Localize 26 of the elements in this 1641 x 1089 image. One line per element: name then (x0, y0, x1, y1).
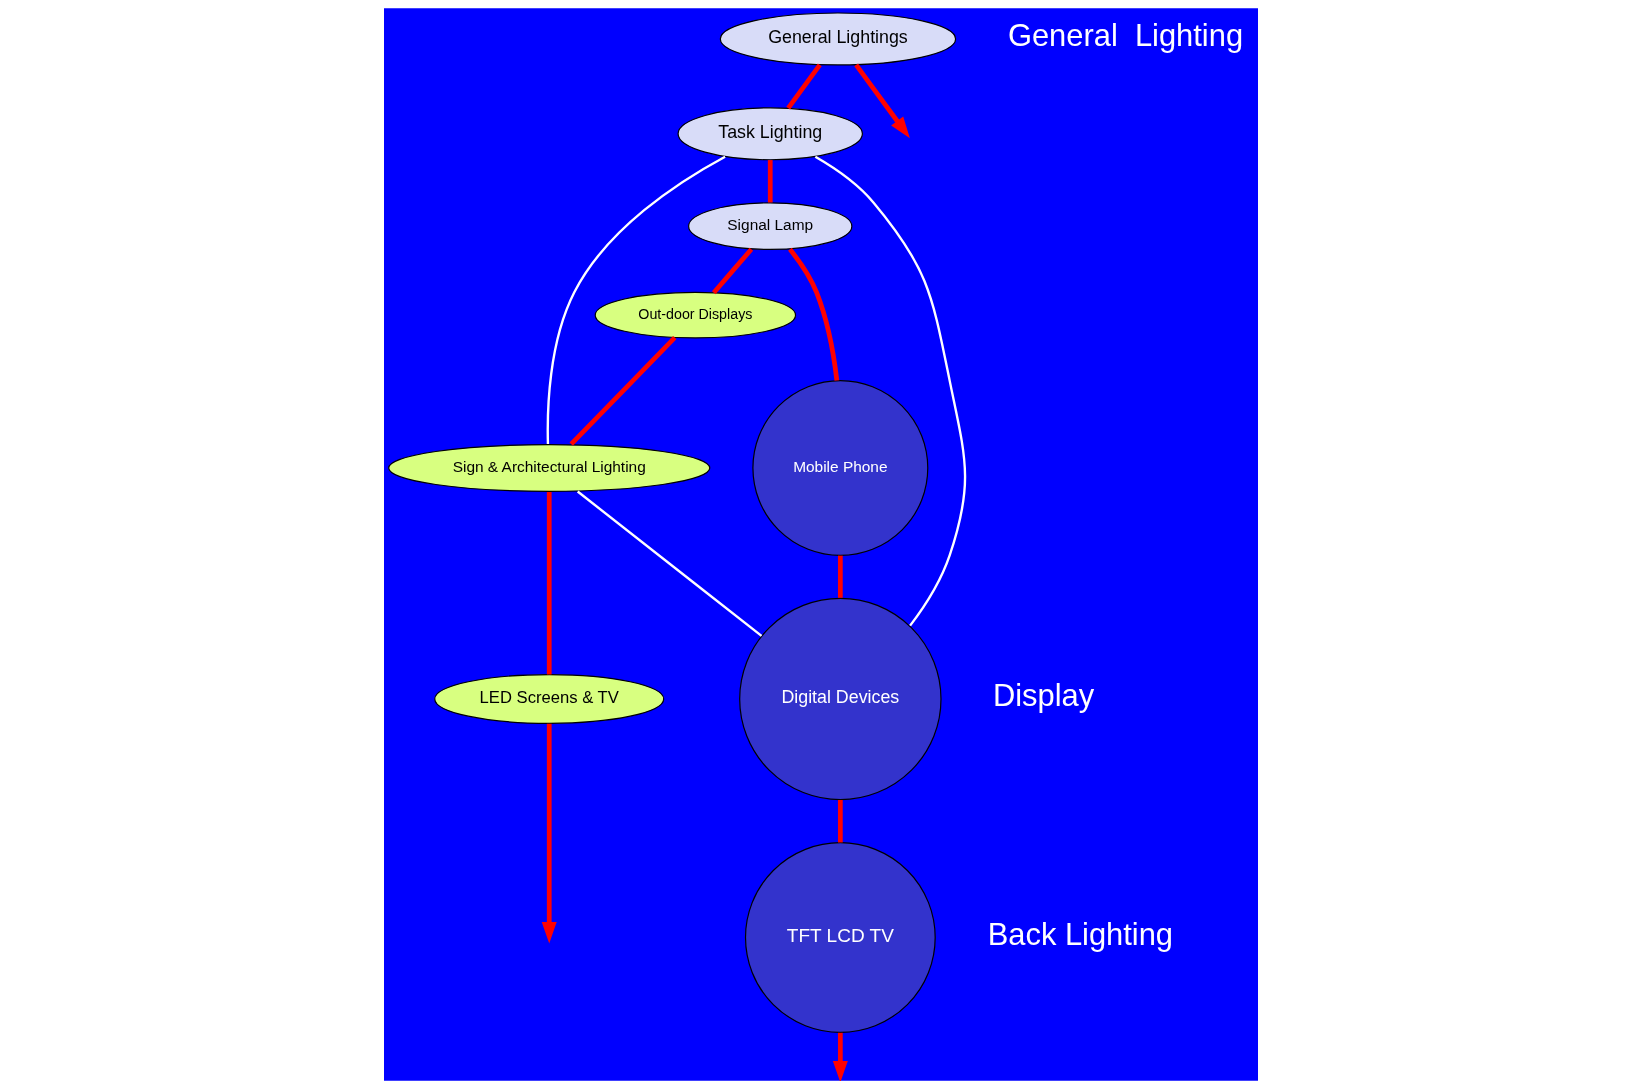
connector (837, 799, 843, 843)
connector (546, 155, 726, 444)
arrow (832, 1032, 848, 1081)
node-ellipse: Task Lighting (677, 107, 863, 161)
node-ellipse: Sign & Architectural Lighting (387, 444, 710, 492)
node-circle: Digital Devices (738, 597, 942, 801)
node-ellipse: LED Screens & TV (433, 674, 664, 724)
arrow (853, 63, 910, 139)
node-circle: TFT LCD TV (744, 842, 936, 1033)
arrow (541, 723, 557, 944)
connector (576, 490, 762, 637)
connector (814, 155, 966, 627)
node-ellipse: Out-door Displays (594, 291, 796, 339)
connector (837, 555, 843, 598)
node-ellipse: Signal Lamp (687, 202, 852, 251)
label: General Lighting (1007, 18, 1243, 54)
node-circle: Mobile Phone (751, 379, 928, 557)
connector (546, 491, 552, 675)
node-ellipse: General Lightings (719, 12, 956, 66)
connector (785, 63, 822, 110)
connector (711, 247, 753, 295)
label: Back Lighting (987, 917, 1173, 952)
connector (569, 335, 676, 446)
connector (787, 247, 839, 381)
label: Display (992, 678, 1094, 714)
connector (767, 160, 773, 203)
